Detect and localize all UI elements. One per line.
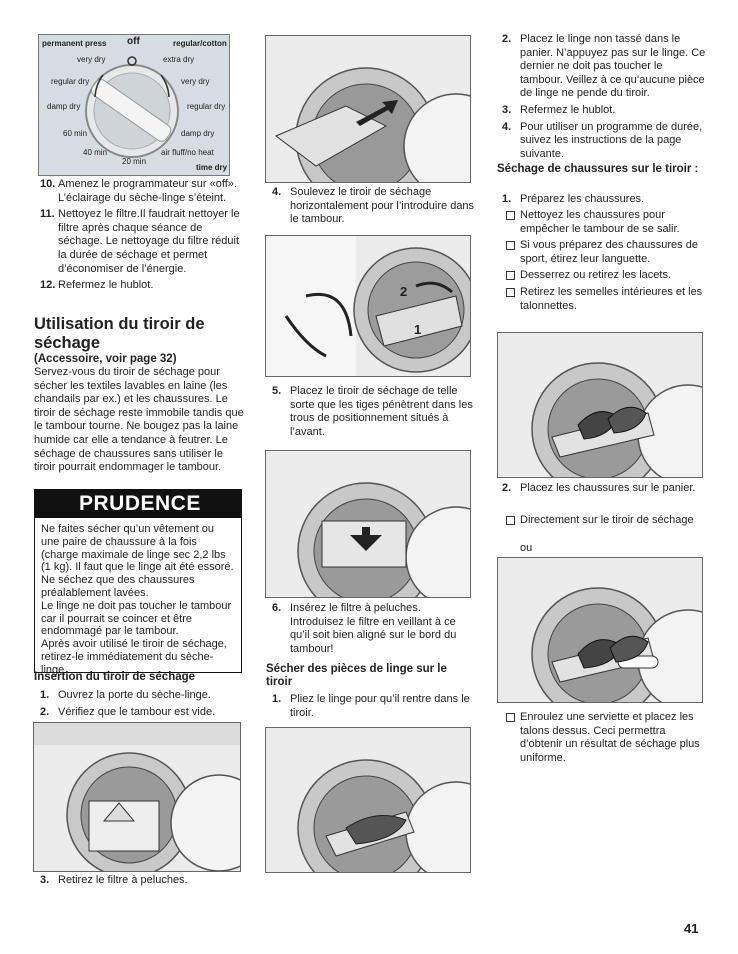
shoes-option-towel: Enroulez une serviette et placez les tal… [496, 711, 708, 768]
shoes-checklist: Nettoyez les chaussures pour empêcher le… [496, 209, 708, 316]
list-item: 4.Soulevez le tiroir de séchage horizont… [272, 186, 475, 226]
figure-label-2: 2 [400, 284, 408, 299]
dial-damp-dry-right: damp dry [181, 129, 215, 138]
figure-insert-drawer [33, 722, 241, 872]
list-item: 2.Vérifiez que le tambour est vide. [40, 705, 216, 718]
dial-regular-dry-left: regular dry [51, 77, 90, 86]
caution-text-1: Ne faites sécher qu’un vêtement ou une p… [41, 523, 234, 599]
caution-text-2: Le linge ne doit pas toucher le tambour … [41, 599, 232, 638]
section-body: Servez-vous du tiroir de séchage pour sé… [34, 366, 244, 474]
dial-very-dry-left: very dry [77, 55, 106, 64]
figure-label-1: 1 [414, 322, 422, 337]
list-item: 2.Placez le linge non tassé dans le pani… [502, 33, 706, 100]
shoes-step-2: 2.Placez les chaussures sur le panier. [496, 482, 706, 499]
dial-very-dry-right: very dry [181, 77, 210, 86]
list-item: 1.Préparez les chaussures. [502, 193, 645, 205]
dial-graphic [85, 56, 179, 158]
dial-air-fluff: air fluff/no heat [161, 148, 214, 157]
list-item: 1.Ouvrez la porte du sèche-linge. [40, 689, 211, 701]
dial-20-min: 20 min [122, 157, 147, 166]
figure-shoes-on-towel [497, 557, 703, 703]
list-item: 3.Refermez le hublot. [502, 103, 616, 116]
list-item: 10.Amenez le programmateur sur «off». L’… [40, 178, 237, 204]
page-number: 41 [684, 921, 699, 936]
caution-text-3: Après avoir utilisé le tiroir de séchage… [41, 638, 227, 676]
dial-off: off [127, 36, 140, 47]
dial-damp-dry-left: damp dry [47, 102, 81, 111]
list-item: 1.Pliez le linge pour qu’il rentre dans … [272, 693, 470, 719]
dial-permanent-press: permanent press [42, 39, 107, 48]
section-subtitle: (Accessoire, voir page 32) [34, 353, 177, 365]
insertion-steps: 1.Ouvrez la porte du sèche-linge. 2.Véri… [34, 689, 249, 722]
dial-regular-cotton: regular/cotton [173, 39, 227, 48]
insertion-step-3: 3.Retirez le filtre à peluches. [34, 874, 249, 891]
checklist-item: Enroulez une serviette et placez les tal… [496, 711, 708, 765]
dial-extra-dry: extra dry [163, 55, 195, 64]
checklist-item: Si vous préparez des chaussures de sport… [496, 239, 708, 266]
step-4: 4.Soulevez le tiroir de séchage horizont… [266, 186, 476, 230]
steps-10-12: 10.Amenez le programmateur sur «off». L’… [34, 178, 244, 296]
checklist-item: Retirez les semelles intérieures et les … [496, 286, 708, 313]
dryer-dial-figure: permanent press off regular/cotton very … [38, 34, 230, 176]
shoes-title: Séchage de chaussures sur le tiroir : [497, 163, 699, 175]
checklist-item: Nettoyez les chaussures pour empêcher le… [496, 209, 708, 236]
list-item: 6.Insérez le filtre à peluches. Introdui… [272, 602, 457, 655]
section-title: Utilisation du tiroir de séchage [34, 315, 205, 352]
checklist-item: Directement sur le tiroir de séchage [496, 514, 708, 528]
dial-time-dry: time dry [196, 163, 228, 172]
shoes-option-direct: Directement sur le tiroir de séchage [496, 514, 708, 531]
dial-regular-dry-right: regular dry [187, 102, 226, 111]
insertion-title: Insertion du tiroir de séchage [34, 671, 196, 683]
or-text: ou [520, 542, 533, 554]
list-item: 11.Nettoyez le filtre.Il faudrait nettoy… [40, 208, 240, 275]
shoes-step-1: 1.Préparez les chaussures. [496, 193, 706, 210]
figure-laundry-in-drawer [265, 727, 471, 873]
dial-60-min: 60 min [63, 129, 88, 138]
caution-box: PRUDENCE Ne faites sécher qu’un vêtement… [34, 489, 242, 676]
caution-heading: PRUDENCE [35, 490, 241, 518]
dial-40-min: 40 min [83, 148, 108, 157]
figure-shoes-on-drawer [497, 332, 703, 478]
step-5: 5.Placez le tiroir de séchage de telle s… [266, 385, 476, 442]
steps-2-4: 2.Placez le linge non tassé dans le pani… [496, 33, 706, 164]
figure-position-drawer: 2 1 [265, 235, 471, 377]
figure-lift-drawer [265, 35, 471, 183]
checklist-item: Desserrez ou retirez les lacets. [496, 269, 708, 283]
step-6: 6.Insérez le filtre à peluches. Introdui… [266, 602, 476, 659]
figure-drawer-in-drum [265, 450, 471, 598]
list-item: 4.Pour utiliser un programme de durée, s… [502, 120, 703, 160]
list-item: 12.Refermez le hublot. [40, 279, 154, 292]
list-item: 5.Placez le tiroir de séchage de telle s… [272, 385, 473, 438]
pieces-title: Sécher des pièces de linge sur le tiroir [266, 663, 447, 688]
list-item: 3.Retirez le filtre à peluches. [40, 874, 188, 886]
list-item: 2.Placez les chaussures sur le panier. [502, 482, 696, 494]
pieces-step-1: 1.Pliez le linge pour qu’il rentre dans … [266, 693, 476, 723]
